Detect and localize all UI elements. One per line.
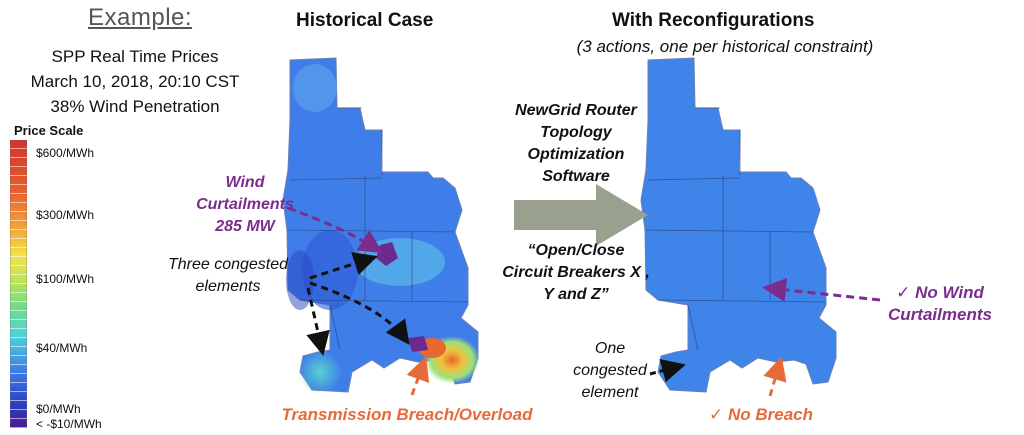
no-wind-curtailments-label: ✓ No Wind Curtailments: [888, 283, 992, 324]
scale-label-neg10: < -$10/MWh: [36, 417, 102, 431]
scale-label-0: $0/MWh: [36, 402, 81, 416]
example-line-2: March 10, 2018, 20:10 CST: [30, 72, 240, 91]
congested-arrow-1: [309, 252, 378, 280]
optimization-arrow: [514, 184, 648, 246]
one-congested-label: One congested element: [573, 340, 647, 401]
historical-map: [282, 57, 480, 394]
one-congested-arrow: [649, 359, 686, 383]
example-line-3: 38% Wind Penetration: [50, 97, 220, 116]
three-congested-label: Three congested elements: [167, 256, 289, 295]
scale-label-300: $300/MWh: [36, 208, 95, 222]
reconfig-title: With Reconfigurations: [612, 10, 815, 31]
reconfigured-map: [640, 57, 837, 393]
price-scale-title: Price Scale: [14, 123, 84, 138]
transmission-breach-label: Transmission Breach/Overload: [281, 405, 533, 424]
scale-label-600: $600/MWh: [36, 146, 95, 160]
no-breach-label: ✓ No Breach: [709, 405, 813, 424]
price-scale-bar: [10, 140, 27, 428]
historical-title: Historical Case: [296, 10, 434, 31]
congested-arrow-3: [306, 287, 330, 356]
breach-arrow: [406, 356, 430, 396]
software-label: NewGrid Router Topology Optimization Sof…: [515, 102, 637, 185]
congested-arrow-2: [309, 281, 410, 345]
example-line-1: SPP Real Time Prices: [51, 47, 219, 66]
scale-label-100: $100/MWh: [36, 272, 95, 286]
example-heading: Example:: [88, 4, 193, 31]
no-wind-arrow: [762, 277, 881, 302]
no-breach-arrow: [763, 356, 787, 397]
reconfig-subtitle: (3 actions, one per historical constrain…: [576, 37, 874, 56]
action-quote: “Open/Close Circuit Breakers X , Y and Z…: [502, 242, 650, 303]
wind-curtailments-label: Wind Curtailments 285 MW: [196, 174, 294, 235]
scale-label-40: $40/MWh: [36, 341, 88, 355]
